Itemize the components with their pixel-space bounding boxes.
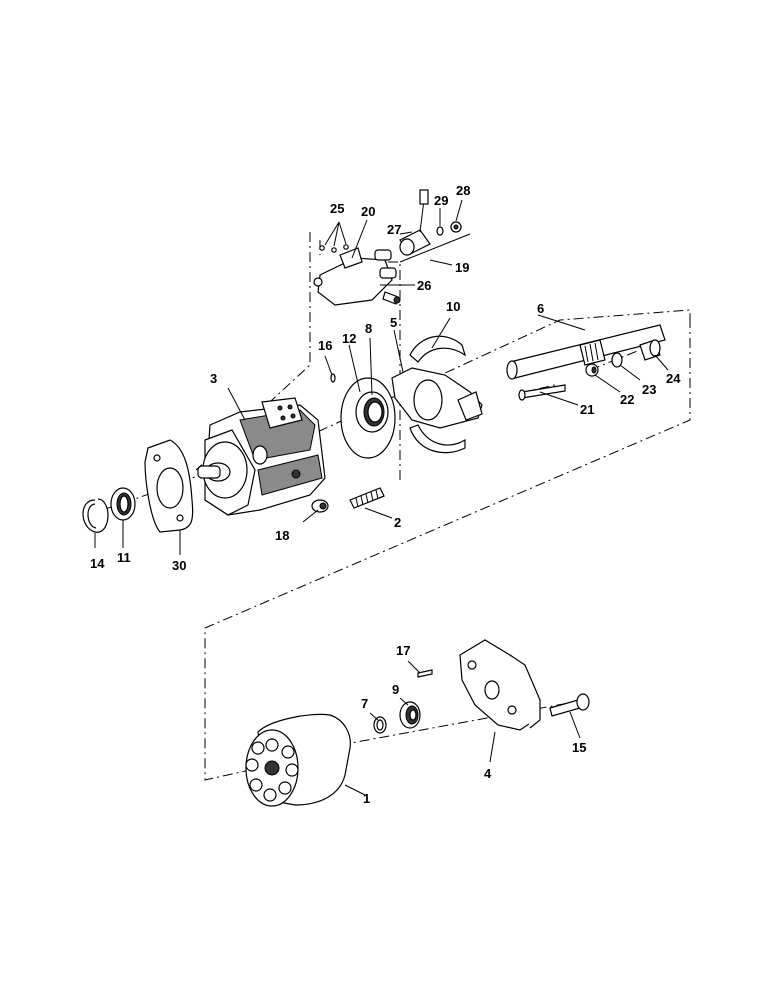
callout-14: 14	[90, 556, 105, 571]
callout-17: 17	[396, 643, 410, 658]
callout-23: 23	[642, 382, 656, 397]
part-1-cylinder-block	[245, 713, 351, 807]
callout-6: 6	[537, 301, 544, 316]
part-5-yoke	[391, 367, 483, 429]
callout-12: 12	[342, 331, 356, 346]
callout-11: 11	[117, 550, 131, 565]
callout-1: 1	[363, 791, 370, 806]
part-21-bolt	[518, 384, 566, 401]
callout-16: 16	[318, 338, 332, 353]
part-11-seal	[110, 487, 136, 521]
part-6-drive-shaft	[506, 324, 666, 380]
callout-25: 25	[330, 201, 344, 216]
part-19-kit-bracket	[399, 233, 471, 263]
callout-27: 27	[387, 222, 401, 237]
callout-28: 28	[456, 183, 470, 198]
callout-26: 26	[417, 278, 431, 293]
callout-21: 21	[580, 402, 594, 417]
part-3-pump-housing	[197, 397, 326, 516]
callout-22: 22	[620, 392, 634, 407]
part-16-pin	[330, 373, 336, 383]
part-30-gasket	[144, 439, 194, 533]
part-22-nut	[585, 363, 599, 377]
callout-20: 20	[361, 204, 375, 219]
part-12-disc	[340, 377, 396, 459]
callout-15: 15	[572, 740, 586, 755]
callout-18: 18	[275, 528, 289, 543]
callout-30: 30	[172, 558, 186, 573]
part-9-bearing	[399, 701, 421, 729]
part-14-snap-ring	[82, 498, 109, 533]
leader-lines	[94, 199, 669, 796]
callout-7: 7	[361, 696, 368, 711]
part-4-end-cap	[459, 639, 541, 731]
part-29-washer	[436, 226, 444, 236]
callout-labels: 14 11 30 3 18 16 12 8 2 5 10 6 21 22 23 …	[90, 183, 681, 806]
callout-5: 5	[390, 315, 397, 330]
callout-9: 9	[392, 682, 399, 697]
part-10-saddle-bearings	[409, 335, 467, 454]
callout-10: 10	[446, 299, 460, 314]
callout-4: 4	[484, 766, 492, 781]
part-25-balls	[319, 244, 349, 253]
callout-8: 8	[365, 321, 372, 336]
part-27-solenoid	[399, 189, 431, 256]
callout-2: 2	[394, 515, 401, 530]
part-7-ring	[373, 716, 387, 734]
part-23-o-ring	[611, 352, 623, 368]
part-18-plug	[311, 499, 329, 513]
part-17-pin	[417, 669, 433, 678]
callout-29: 29	[434, 193, 448, 208]
callout-24: 24	[666, 371, 681, 386]
callout-19: 19	[455, 260, 469, 275]
part-28-nut	[450, 221, 462, 233]
part-15-bolt	[549, 693, 590, 717]
part-2-spring	[349, 487, 385, 509]
callout-3: 3	[210, 371, 217, 386]
part-20-control-valve	[313, 247, 397, 306]
part-26-screw	[382, 291, 401, 305]
